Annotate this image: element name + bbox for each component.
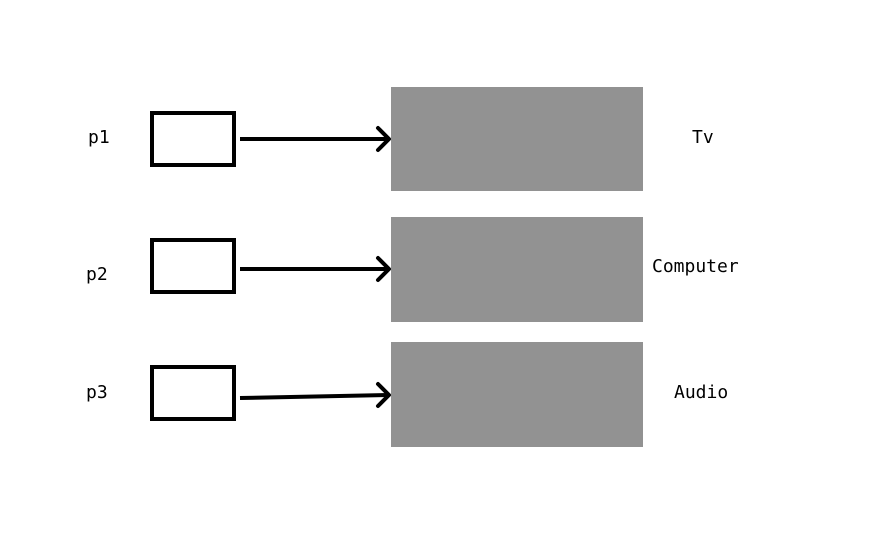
device-block-tv: [391, 87, 643, 191]
arrow-p2-to-computer: [240, 256, 391, 282]
port-label-p2: p2: [86, 264, 108, 285]
port-label-p3: p3: [86, 382, 108, 403]
device-label-audio: Audio: [674, 382, 729, 403]
port-box-p2: [150, 238, 236, 294]
arrow-p3-to-audio: [239, 382, 391, 408]
device-label-tv: Tv: [692, 127, 714, 148]
device-block-audio: [391, 342, 643, 447]
port-box-p3: [150, 365, 236, 421]
arrow-p1-to-tv: [240, 126, 391, 152]
device-label-computer: Computer: [652, 256, 739, 277]
device-block-computer: [391, 217, 643, 322]
port-label-p1: p1: [88, 127, 110, 148]
port-box-p1: [150, 111, 236, 167]
